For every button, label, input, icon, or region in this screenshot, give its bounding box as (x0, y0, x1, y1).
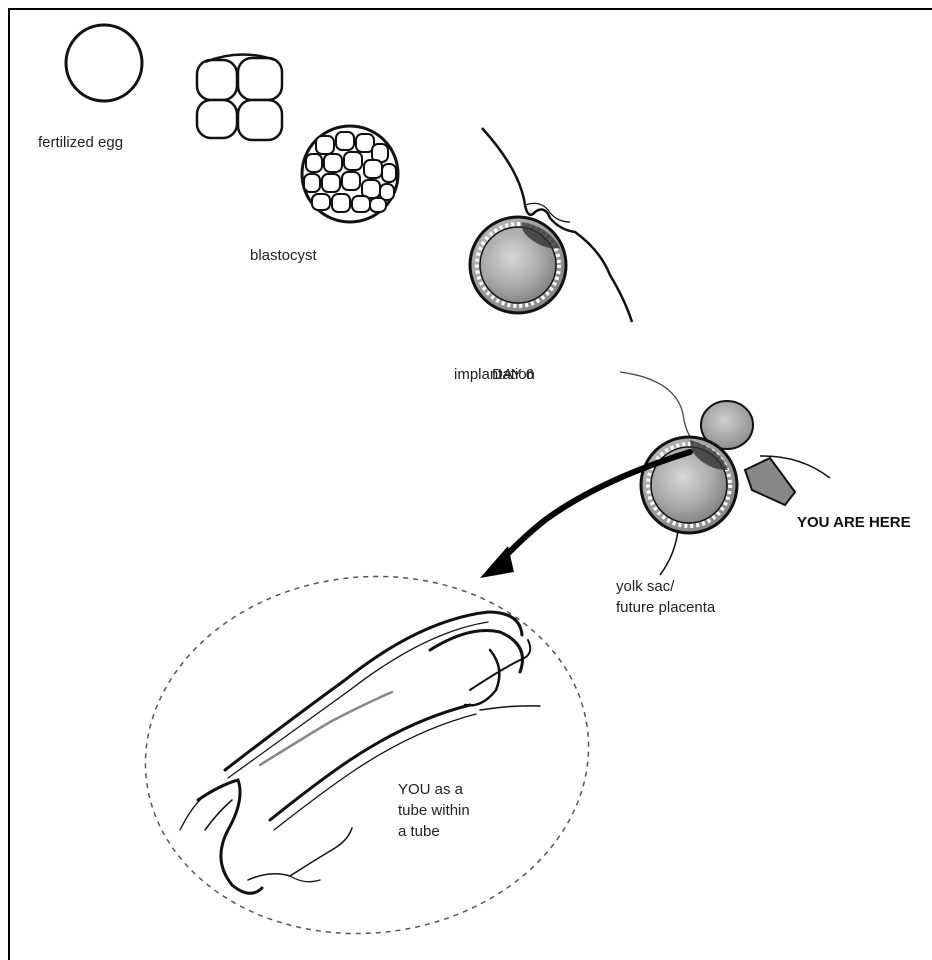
fertilized-egg-cell (66, 25, 142, 101)
you-are-here-label: YOU ARE HERE (797, 512, 911, 533)
four-cell-stage (197, 54, 282, 140)
yolk-sac-label-line1: yolk sac/ (616, 576, 674, 597)
fertilized-egg-label: fertilized egg (38, 132, 123, 153)
tube-embryo (180, 612, 540, 893)
blastocyst-label: blastocyst (250, 245, 317, 266)
tube-label-line3: a tube (398, 821, 440, 842)
implantation-stage (470, 128, 632, 322)
implantation-label: implantation (454, 364, 535, 385)
you-are-here-stage (620, 372, 830, 575)
yolk-sac-label-line2: future placenta (616, 597, 715, 618)
blastocyst-cluster (302, 126, 398, 222)
tube-label-line1: YOU as a (398, 779, 463, 800)
tube-embryo-outline (128, 555, 607, 955)
tube-label-line2: tube within (398, 800, 470, 821)
